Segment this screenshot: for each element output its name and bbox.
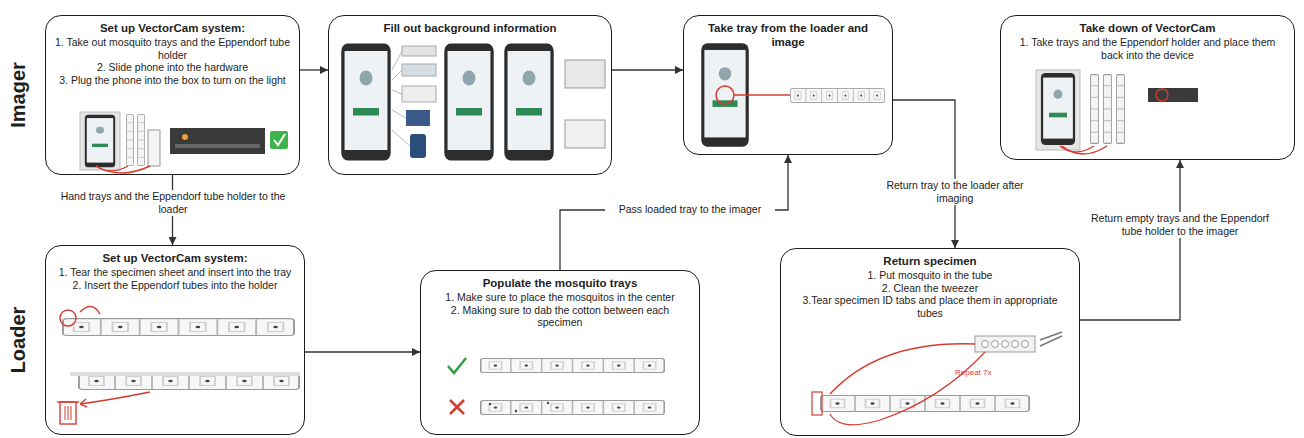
flow-arrow <box>560 155 788 270</box>
box-title: Populate the mosquito trays <box>429 276 691 290</box>
step-text: 1. Take trays and the Eppendorf holder a… <box>1009 36 1286 61</box>
box-title: Return specimen <box>789 254 1071 268</box>
box-title: Take tray from the loader and image <box>692 21 884 49</box>
lane-label: Loader <box>6 295 30 385</box>
flow-arrow <box>300 69 328 70</box>
process-box: Populate the mosquito trays1. Make sure … <box>420 270 700 435</box>
edge-label: Return tray to the loader after imaging <box>875 179 1035 205</box>
step-text: 3. Plug the phone into the box to turn o… <box>54 74 291 87</box>
flow-arrow <box>893 100 955 248</box>
box-title: Take down of VectorCam <box>1009 21 1286 35</box>
box-title: Fill out background information <box>337 21 603 35</box>
step-text: 2. Slide phone into the hardware <box>54 61 291 74</box>
process-box: Take down of VectorCam1. Take trays and … <box>1000 15 1295 160</box>
step-text: 1. Make sure to place the mosquitos in t… <box>429 291 691 304</box>
step-text: 3.Tear specimen ID tabs and place them i… <box>789 294 1071 319</box>
flow-arrow <box>612 69 683 70</box>
process-box: Take tray from the loader and image <box>683 15 893 155</box>
step-text: 1. Take out mosquito trays and the Eppen… <box>54 36 291 61</box>
callout-note: Repeat 7x <box>955 368 991 378</box>
lane-label: Imager <box>6 50 30 140</box>
step-text: 2. Making sure to dab the cotton between… <box>429 304 691 329</box>
step-text: 1. Tear the specimen sheet and insert in… <box>54 266 296 279</box>
step-text: 2. Clean the tweezer <box>789 282 1071 295</box>
edge-label: Hand trays and the Eppendorf tube holder… <box>48 190 298 216</box>
edge-label: Pass loaded tray to the imager <box>605 203 775 216</box>
process-box: Set up VectorCam system:1. Tear the spec… <box>45 245 305 435</box>
flow-arrow <box>305 351 420 352</box>
step-text: 2. Insert the Eppendorf tubes into the h… <box>54 279 296 292</box>
step-text: 1. Put mosquito in the tube <box>789 269 1071 282</box>
box-title: Set up VectorCam system: <box>54 251 296 265</box>
process-box: Fill out background information <box>328 15 612 175</box>
box-title: Set up VectorCam system: <box>54 21 291 35</box>
process-box: Set up VectorCam system:1. Take out mosq… <box>45 15 300 175</box>
edge-label: Return empty trays and the Eppendorf tub… <box>1090 212 1270 238</box>
process-box: Return specimen1. Put mosquito in the tu… <box>780 248 1080 436</box>
flow-arrow <box>1080 160 1180 320</box>
